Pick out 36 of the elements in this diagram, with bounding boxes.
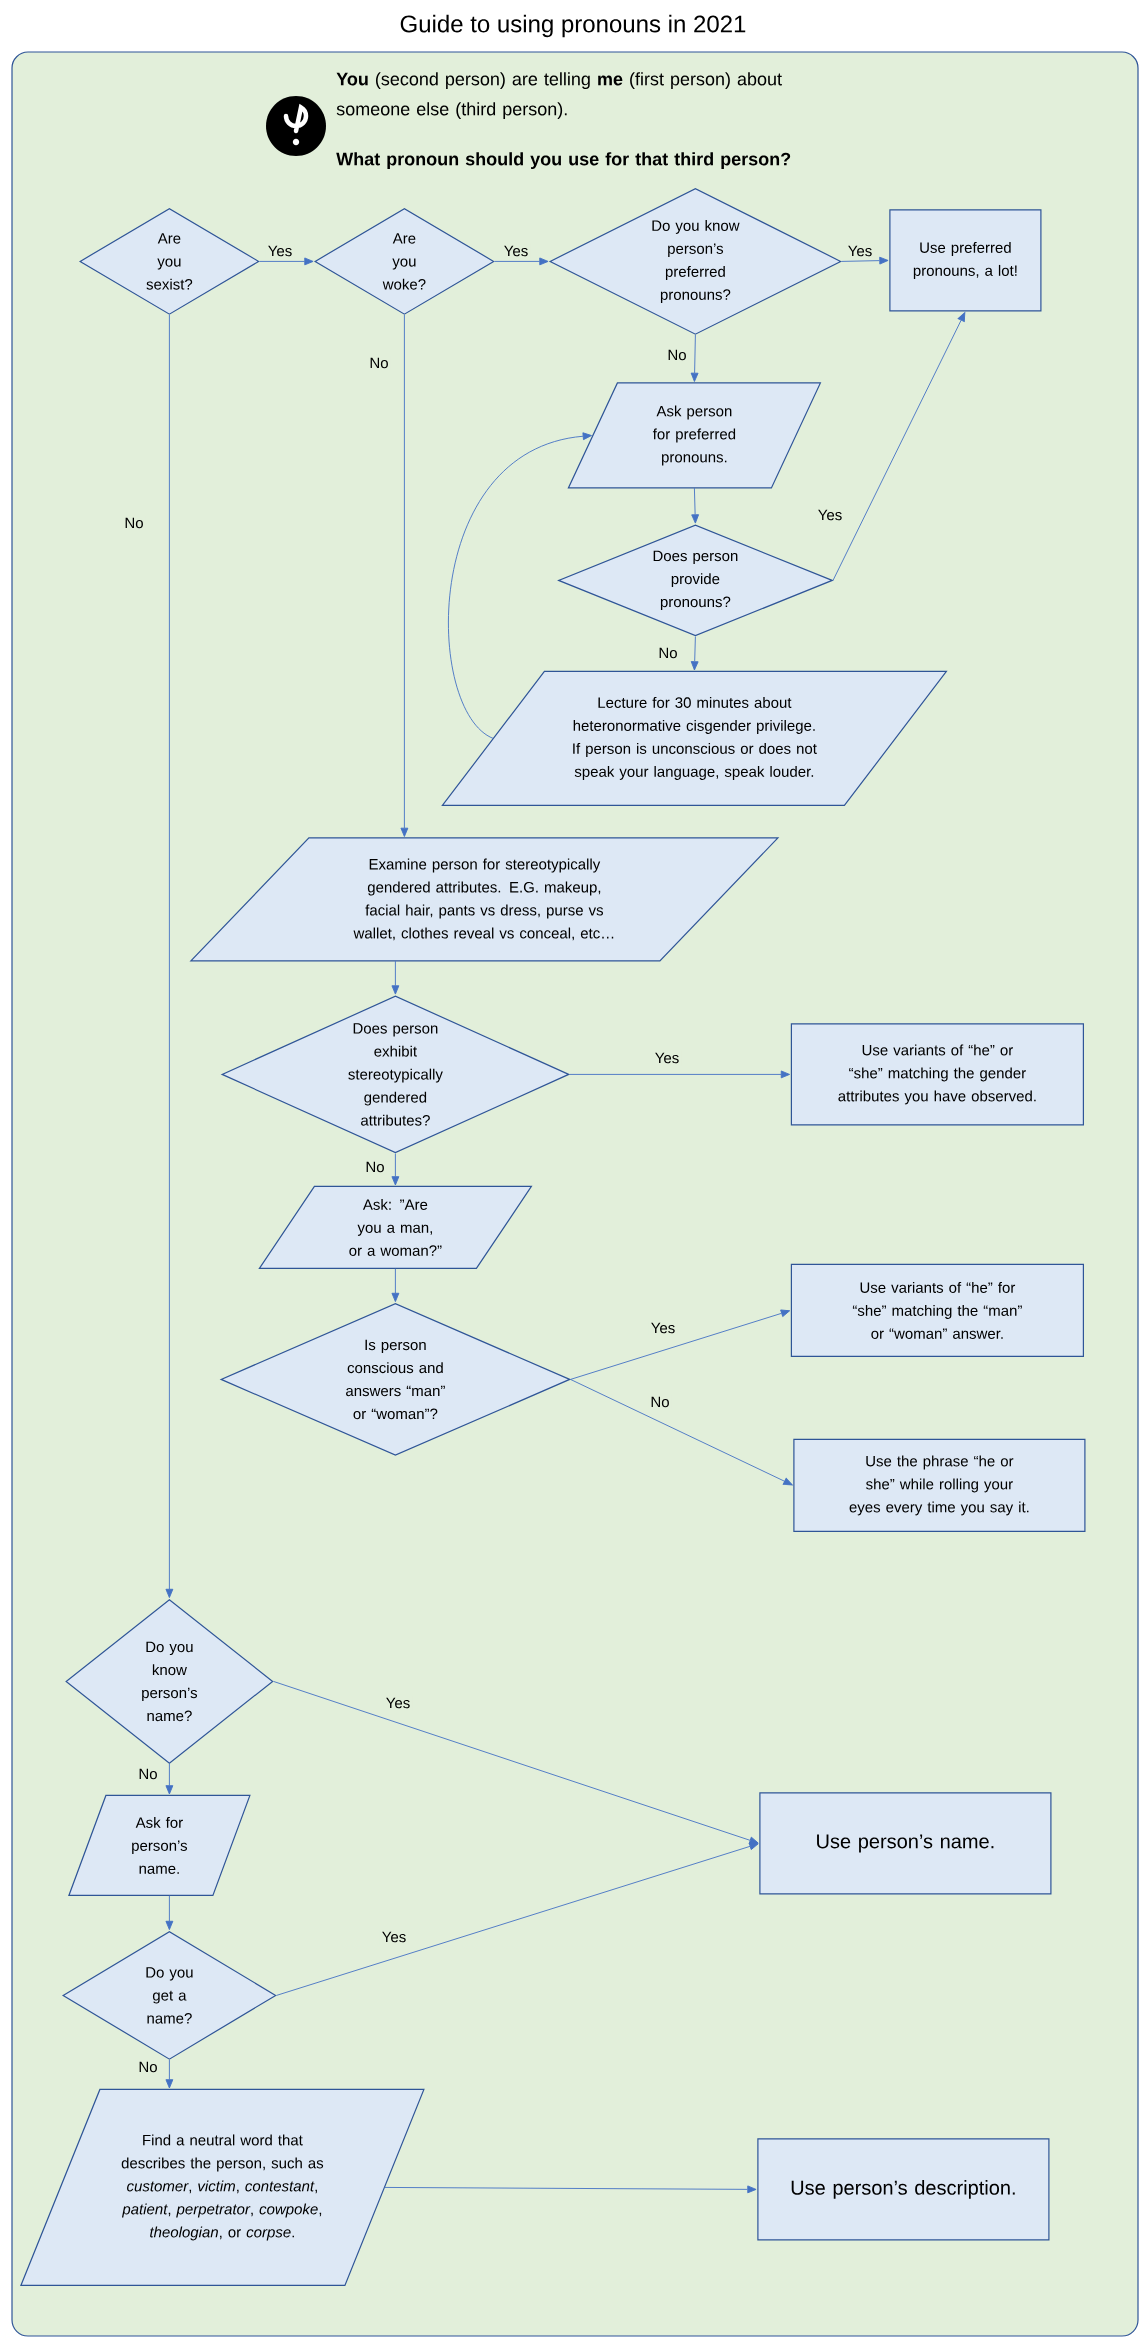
arrow (494, 257, 549, 266)
arrow (165, 2059, 174, 2089)
input-parallelogram: Ask person for preferred pronouns. (567, 382, 822, 489)
title: Guide to using pronouns in 2021 (400, 14, 746, 38)
process-box: Use preferred pronouns, a lot! (889, 209, 1042, 312)
arrow (165, 1895, 174, 1931)
process-box: Use variants of “he” or “she” matching the gender attributes you have observed. (790, 1023, 1084, 1126)
intro-text: You (second person) are telling me (first person) about someone else (third person). (336, 72, 782, 119)
process-box: Use the phrase “he or she” while rolling your eyes every time you say it. (793, 1438, 1086, 1532)
arrow (400, 314, 409, 837)
intro-text: What pronoun should you use for that third person? (336, 152, 791, 169)
input-parallelogram: Ask for person’s name. (68, 1794, 251, 1896)
process-box: Use person’s name. (759, 1792, 1052, 1895)
arrow (391, 960, 400, 995)
input-parallelogram: Find a neutral word that describes the person, such as customer, victim, contestant, patient, perpetrator, cowpoke, theologian, or corpse. (20, 2088, 425, 2286)
arrow (691, 487, 700, 524)
arrow (570, 1378, 793, 1486)
arrow (259, 257, 314, 266)
arrow (690, 334, 699, 382)
arrow (690, 636, 699, 671)
arrow (841, 256, 889, 265)
arrow (165, 314, 174, 1599)
process-box: Use person’s description. (757, 2138, 1050, 2241)
arrow (276, 1842, 759, 1996)
arrow (165, 1763, 174, 1795)
arrow (448, 432, 592, 739)
arrow (384, 2185, 757, 2194)
input-parallelogram: Lecture for 30 minutes about heteronormative cisgender privilege. If person is unconscious or does not speak your language, speak louder. (441, 670, 948, 806)
arrow (570, 1309, 791, 1380)
input-parallelogram: Ask: ”Are you a man, or a woman?” (258, 1185, 533, 1269)
process-box: Use variants of “he” for “she” matching the “man” or “woman” answer. (790, 1263, 1084, 1357)
arrow (832, 312, 966, 581)
arrow (391, 1153, 400, 1186)
arrow (273, 1680, 759, 1845)
arrow (569, 1070, 791, 1079)
arrow (391, 1268, 400, 1303)
